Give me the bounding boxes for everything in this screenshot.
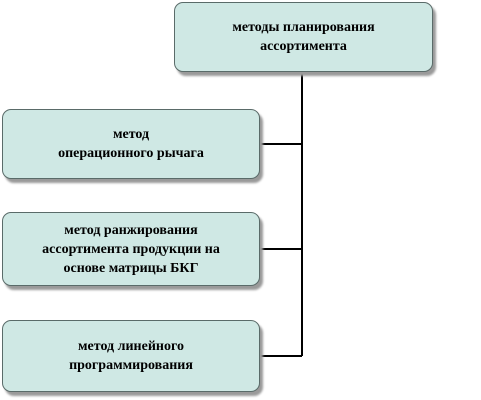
child-node-label: метод ранжирования ассортимента продукци…	[42, 222, 220, 276]
child-node-operating-leverage: метод операционного рычага	[2, 109, 260, 179]
root-node-assortment-planning-methods: методы планирования ассортимента	[174, 2, 433, 72]
child-node-label: метод линейного программирования	[69, 339, 193, 373]
child-node-linear-programming: метод линейного программирования	[2, 320, 260, 392]
child-node-bcg-matrix-ranking: метод ранжирования ассортимента продукци…	[2, 212, 260, 286]
child-node-label: метод операционного рычага	[58, 127, 204, 161]
root-node-label: методы планирования ассортимента	[232, 20, 375, 54]
